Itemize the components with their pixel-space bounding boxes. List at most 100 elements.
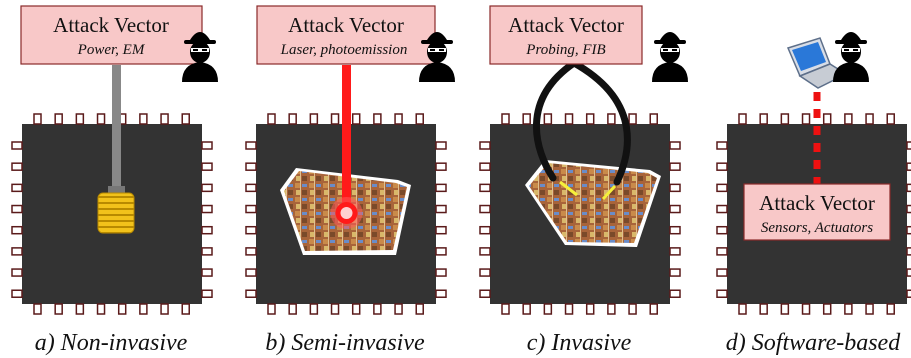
attack-vector-box (743, 183, 891, 241)
chip-pin (716, 247, 728, 256)
chip-pin (181, 113, 190, 125)
chip-pin (906, 183, 911, 193)
chip-pin (394, 303, 403, 315)
hacker-icon (652, 32, 688, 82)
chip-pin (906, 247, 911, 256)
box-title: Attack Vector (53, 13, 169, 37)
chip-pin (435, 141, 447, 150)
chip-pin (501, 113, 510, 125)
chip-pin (738, 303, 747, 315)
chip-pin (245, 289, 257, 298)
chip-pin (801, 113, 811, 125)
chip-pin (54, 113, 63, 125)
chip-pin (716, 225, 728, 235)
chip-pin (479, 247, 491, 256)
chip-pin (201, 204, 213, 214)
chip-pin (330, 113, 340, 125)
chip-pin (780, 113, 790, 125)
chip-pin (435, 162, 447, 171)
chip-pin (865, 303, 874, 315)
chip-pin (245, 247, 257, 256)
chip-pin (309, 303, 319, 315)
chip-pin (181, 303, 190, 315)
chip-pin (906, 141, 911, 150)
chip-pin (501, 303, 510, 315)
chip-pin (435, 225, 447, 235)
caption-invasive: c) Invasive (527, 330, 632, 356)
box-subtitle: Probing, FIB (525, 42, 605, 58)
chip-pin (669, 225, 681, 235)
chip-pin (906, 162, 911, 171)
chip-pin (96, 113, 106, 125)
chip-pin (11, 289, 23, 298)
panel-invasive: Attack Vector Probing, FIB c) Invasive (479, 5, 688, 356)
box-title: Attack Vector (508, 13, 624, 37)
chip-pin (245, 162, 257, 171)
probe-rod (112, 65, 121, 193)
panel-software-based: Attack Vector Sensors, Actuators d) Soft… (716, 32, 911, 356)
chip-pin (522, 113, 531, 125)
chip-pin (585, 303, 595, 315)
chip-pin (479, 183, 491, 193)
chip-pin (906, 268, 911, 277)
chip-pin (543, 113, 553, 125)
chip-pin (117, 303, 127, 315)
chip-pin (201, 247, 213, 256)
box-subtitle: Sensors, Actuators (761, 220, 873, 236)
chip-pin (716, 183, 728, 193)
chip-pin (201, 183, 213, 193)
chip-pin (245, 183, 257, 193)
chip-pin (564, 303, 574, 315)
laser-beam-icon (330, 65, 363, 229)
chip-pin (75, 113, 85, 125)
chip-pin (11, 204, 23, 214)
chip-pin (669, 183, 681, 193)
chip-pin (139, 303, 148, 315)
box-title: Attack Vector (288, 13, 404, 37)
chip-pin (288, 113, 297, 125)
chip-pin (54, 303, 63, 315)
chip-pin (479, 141, 491, 150)
chip-pin (139, 113, 148, 125)
chip-pin (479, 204, 491, 214)
chip-pin (585, 113, 595, 125)
chip-pin (716, 204, 728, 214)
chip-pin (435, 204, 447, 214)
chip-pin (373, 113, 382, 125)
chip-pin (245, 268, 257, 277)
chip-pin (607, 113, 616, 125)
chip-pin (11, 141, 23, 150)
chip-pin (75, 303, 85, 315)
attack-vector-box (256, 5, 436, 65)
chip-pin (716, 162, 728, 171)
chip-pin (886, 113, 895, 125)
chip-pin (780, 303, 790, 315)
probe-collar (108, 186, 125, 194)
chip-pin (628, 113, 637, 125)
chip-pin (479, 162, 491, 171)
attack-vector-box (489, 5, 643, 65)
chip-pin (201, 162, 213, 171)
chip-pin (330, 303, 340, 315)
chip-pin (160, 303, 169, 315)
caption-semi-invasive: b) Semi-invasive (265, 330, 425, 356)
chip-pin (479, 225, 491, 235)
chip-pin (11, 247, 23, 256)
chip-pin (309, 113, 319, 125)
chip-pin (96, 303, 106, 315)
chip-pin (11, 268, 23, 277)
chip-pin (288, 303, 297, 315)
chip-pin (415, 113, 424, 125)
chip-pin (716, 289, 728, 298)
chip-pin (160, 113, 169, 125)
chip-pin (201, 268, 213, 277)
probe-wires-icon (532, 59, 631, 201)
chip-pin (11, 225, 23, 235)
chip-pin (738, 113, 747, 125)
chip-pin (649, 113, 658, 125)
chip-pin (435, 289, 447, 298)
chip-pin (822, 113, 832, 125)
chip-pin (435, 268, 447, 277)
chip-pin (267, 113, 276, 125)
chip-pin (11, 162, 23, 171)
